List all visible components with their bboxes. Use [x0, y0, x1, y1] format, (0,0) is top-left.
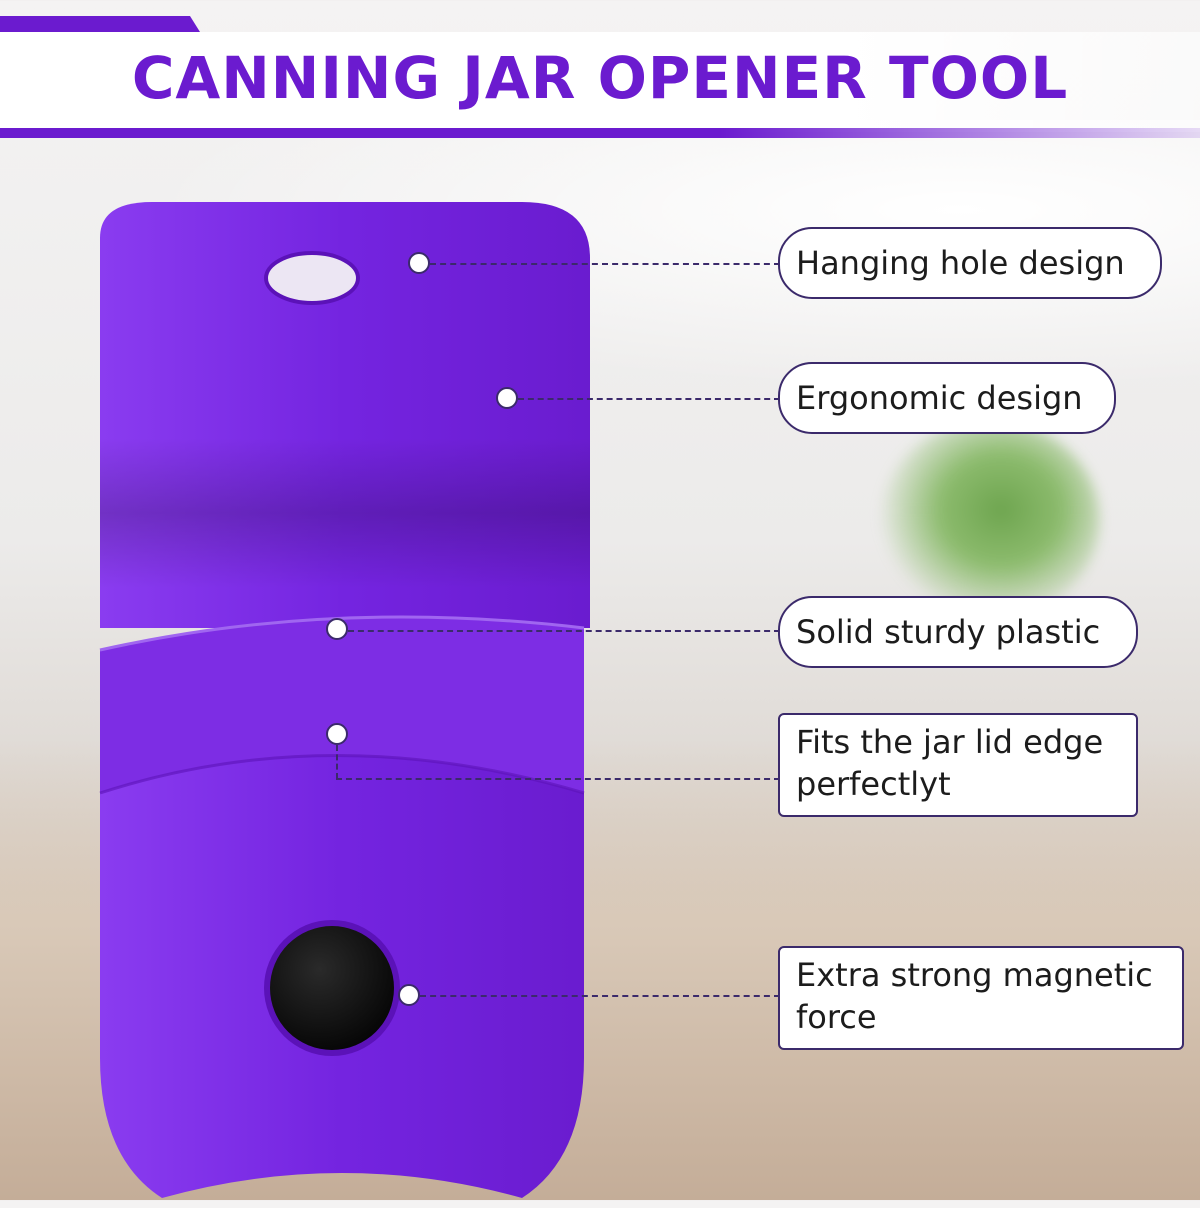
jar-opener-product	[92, 198, 592, 1208]
sturdy-plastic-label: Solid sturdy plastic	[796, 613, 1101, 651]
hanging-hole-leader-line	[430, 263, 780, 265]
sturdy-plastic-marker	[326, 618, 348, 640]
background-plant	[880, 420, 1100, 620]
ergonomic-label: Ergonomic design	[796, 379, 1083, 417]
title-top-accent	[0, 16, 200, 32]
magnet-label: Extra strong magnetic force	[796, 956, 1153, 1036]
page-title: CANNING JAR OPENER TOOL	[131, 44, 1069, 112]
hanging-hole-marker	[408, 252, 430, 274]
sturdy-plastic-callout: Solid sturdy plastic	[778, 596, 1138, 668]
lid-edge-leader-line	[336, 778, 780, 780]
sturdy-plastic-leader-line	[348, 630, 780, 632]
lid-edge-callout: Fits the jar lid edge perfectlyt	[778, 713, 1138, 817]
lid-edge-label: Fits the jar lid edge perfectlyt	[796, 723, 1104, 803]
magnet-leader-line	[420, 995, 780, 997]
hanging-hole-label: Hanging hole design	[796, 244, 1125, 282]
jar-opener-image	[99, 202, 590, 1198]
lid-edge-leader-vertical	[336, 745, 338, 779]
magnet-marker	[398, 984, 420, 1006]
ergonomic-callout: Ergonomic design	[778, 362, 1116, 434]
magnet-callout: Extra strong magnetic force	[778, 946, 1184, 1050]
title-banner	[0, 32, 1200, 132]
title-bottom-accent	[0, 128, 1200, 138]
ergonomic-leader-line	[518, 398, 780, 400]
ergonomic-marker	[496, 387, 518, 409]
hanging-hole-callout: Hanging hole design	[778, 227, 1162, 299]
lid-edge-marker	[326, 723, 348, 745]
